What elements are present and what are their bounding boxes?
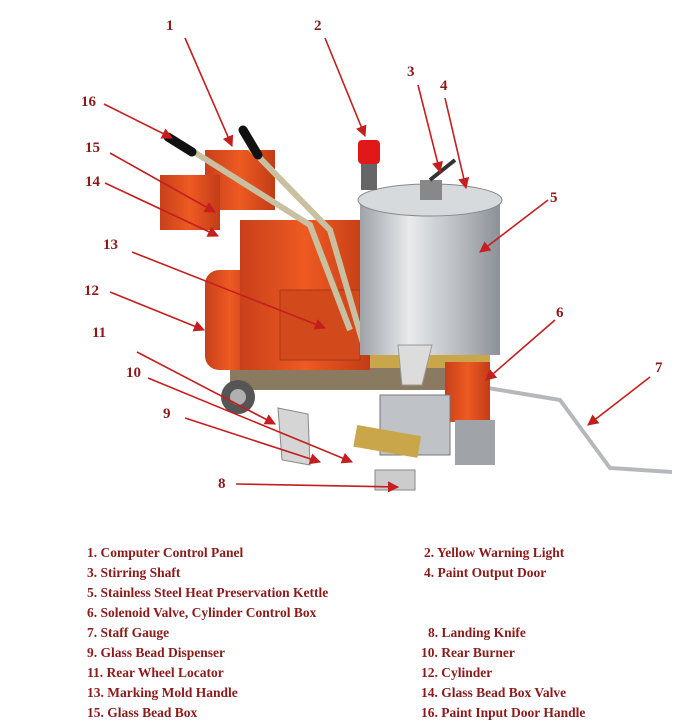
- legend-item-13: 13. Marking Mold Handle: [87, 685, 238, 700]
- callout-10: 10: [126, 365, 141, 381]
- warning-light: [358, 140, 380, 164]
- legend-item-10: 10. Rear Burner: [421, 645, 515, 660]
- callout-7: 7: [655, 360, 663, 376]
- staff-gauge-rod: [469, 383, 673, 474]
- legend-item-2: 2. Yellow Warning Light: [424, 545, 565, 560]
- callout-4: 4: [440, 78, 448, 94]
- callout-13: 13: [103, 237, 118, 253]
- callout-2: 2: [314, 18, 322, 34]
- arrow-16: [103, 103, 174, 139]
- left-handle: [173, 137, 353, 332]
- legend-item-9: 9. Glass Bead Dispenser: [87, 645, 226, 660]
- right-grip: [238, 125, 263, 160]
- arrow-7: [587, 376, 651, 426]
- warning-light-base: [361, 160, 377, 190]
- stirring-shaft-crank: [428, 158, 457, 182]
- legend-item-6: 6. Solenoid Valve, Cylinder Control Box: [87, 605, 317, 620]
- callout-16: 16: [81, 94, 96, 110]
- callout-8: 8: [218, 476, 226, 492]
- legend-item-14: 14. Glass Bead Box Valve: [421, 685, 567, 700]
- arrow-11: [136, 351, 276, 425]
- kettle-stir-top: [420, 180, 442, 200]
- legend-item-12: 12. Cylinder: [421, 665, 493, 680]
- callout-1: 1: [166, 18, 174, 34]
- steel-kettle: [360, 200, 500, 355]
- callout-arrows: [103, 37, 651, 493]
- rear-wheel-hub: [230, 389, 246, 405]
- arrow-8: [235, 481, 400, 493]
- right-handle: [247, 145, 368, 351]
- arrow-1: [184, 37, 234, 148]
- legend-item-16: 16. Paint Input Door Handle: [421, 705, 586, 720]
- callout-6: 6: [556, 305, 564, 321]
- machine-illustration: [103, 37, 673, 493]
- legend-item-5: 5. Stainless Steel Heat Preservation Ket…: [87, 585, 329, 600]
- solenoid-box: [445, 362, 490, 422]
- callout-5: 5: [550, 190, 558, 206]
- legend-item-11: 11. Rear Wheel Locator: [87, 665, 224, 680]
- arrow-10: [147, 377, 354, 464]
- arrow-15: [109, 152, 216, 213]
- callout-9: 9: [163, 406, 171, 422]
- arrow-14: [104, 182, 220, 237]
- legend-item-7: 7. Staff Gauge: [87, 625, 170, 640]
- legend-item-15: 15. Glass Bead Box: [87, 705, 198, 720]
- callout-11: 11: [92, 325, 107, 341]
- arrow-4: [444, 97, 470, 190]
- legend-item-4: 4. Paint Output Door: [424, 565, 547, 580]
- arrow-6: [485, 319, 556, 381]
- gold-handle-plate: [353, 424, 422, 458]
- arrow-3: [417, 84, 443, 174]
- left-grip: [163, 132, 197, 157]
- callout-15: 15: [85, 140, 100, 156]
- legend-item-3: 3. Stirring Shaft: [87, 565, 181, 580]
- paint-chute: [397, 344, 433, 386]
- legend-item-8: 8. Landing Knife: [428, 625, 526, 640]
- callout-14: 14: [85, 174, 100, 190]
- arrow-2: [324, 37, 367, 138]
- callout-12: 12: [84, 283, 99, 299]
- glass-bead-box: [160, 175, 220, 230]
- legend-item-1: 1. Computer Control Panel: [87, 545, 244, 560]
- machine-figure: 1 2 3 4 5 6 7 8 9 10 11 12 13 14 15 16: [81, 18, 673, 493]
- arrow-13: [131, 251, 327, 330]
- callout-3: 3: [407, 64, 415, 80]
- rear-burner: [455, 420, 495, 465]
- arrow-9: [184, 417, 322, 465]
- parts-legend: 1. Computer Control Panel 2. Yellow Warn…: [0, 540, 678, 720]
- arrow-12: [109, 291, 206, 332]
- arrow-5: [479, 199, 549, 253]
